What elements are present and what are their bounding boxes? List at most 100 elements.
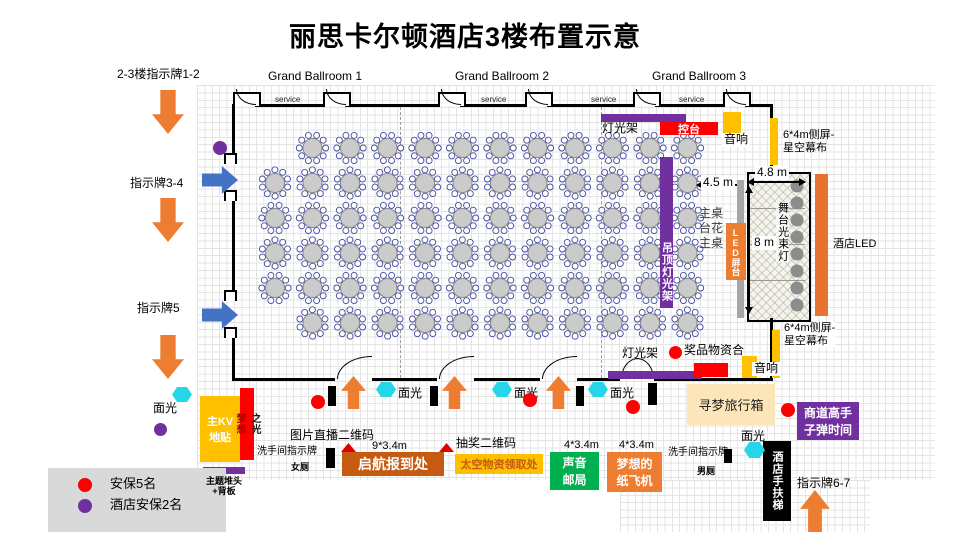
door-leaf (328, 386, 336, 406)
arrowhead (747, 178, 754, 186)
theme-stack-label: 主题堆头 +背板 (197, 476, 251, 497)
legend-hotel-security-label: 酒店安保2名 (110, 497, 183, 512)
security-dot (669, 346, 682, 359)
face-light-label: 面光 (610, 386, 635, 400)
photo-qr-label: 图片直播二维码 (290, 428, 375, 442)
hotel-led-label: 酒店LED (833, 238, 877, 250)
side-screen-line1: 6*4m侧屏- (783, 129, 835, 141)
wc-sign-label: 洗手间指示牌 (257, 446, 317, 457)
dim-8-label: 8 m (752, 235, 777, 250)
wall (372, 378, 437, 381)
legend-security-label: 安保5名 (110, 476, 157, 491)
wall (232, 378, 335, 381)
light-of-dream-label: 之光 (249, 413, 260, 435)
legend-hotel-security-dot (78, 499, 92, 513)
legend-box (48, 468, 226, 532)
hotel-security-dot (154, 423, 167, 436)
security-dot (626, 400, 640, 414)
bullet-time-box: 商道高手 子弹时间 (797, 402, 859, 440)
marker-triangle-icon (439, 443, 454, 452)
lottery-qr-label: 抽奖二维码 (456, 436, 517, 450)
head-table-bottom-label: 主桌 (699, 236, 724, 250)
arrowhead (799, 178, 806, 186)
door-frame (224, 153, 237, 164)
door-leaf (576, 386, 584, 406)
main-kv-line2: 地贴 (209, 432, 231, 444)
side-screen-line1: 6*4m侧屏- (784, 322, 836, 334)
wall (474, 378, 540, 381)
side-screen-label: 6*4m侧屏- 星空幕布 (784, 322, 836, 348)
bullet-time-line2: 子弹时间 (803, 423, 852, 437)
head-table-top-label: 主桌 (699, 206, 724, 220)
dim-8-line (748, 188, 750, 312)
wall (345, 104, 440, 107)
bullet-time-line1: 商道高手 (803, 406, 852, 420)
sign-6-7-label: 指示牌6-7 (797, 476, 851, 490)
wall (255, 104, 325, 107)
light-truss-bar (608, 371, 702, 379)
theme-stack-line2: +背板 (212, 486, 236, 497)
side-screen-bar (772, 330, 780, 378)
door-leaf (430, 386, 438, 406)
door-frame (224, 327, 237, 338)
wall (655, 104, 725, 107)
light-truss-label: 灯光架 (622, 346, 659, 360)
escalator-box: 酒店手扶梯 (763, 441, 791, 521)
door-frame (224, 190, 237, 201)
ballroom-divider (601, 107, 602, 378)
face-light-hexagon (492, 382, 512, 397)
dream-case-box: 寻梦旅行箱 (687, 384, 775, 425)
light-of-dream-dim: 梦想 (234, 413, 245, 435)
legend-security-dot (78, 478, 92, 492)
face-light-hexagon (172, 387, 192, 402)
door-frame (224, 290, 237, 301)
escalator-label: 酒店手扶梯 (771, 451, 783, 511)
ballroom-3-label: Grand Ballroom 3 (652, 69, 747, 83)
face-light-hexagon (588, 382, 608, 397)
voice-post-box: 声音 邮局 (550, 452, 599, 490)
speaker-box (723, 112, 741, 133)
arrowhead (745, 307, 753, 314)
ceiling-truss-label: 吊顶灯光架 (660, 242, 673, 302)
supply-desk-box: 太空物资领取处 (455, 454, 543, 474)
wc-sign-post (326, 448, 335, 468)
light-truss-label: 灯光架 (602, 121, 639, 135)
down-arrow-icon (152, 90, 184, 134)
security-dot (311, 395, 325, 409)
voice-post-line1: 声音 (562, 456, 587, 470)
wall (654, 378, 773, 381)
side-screen-label: 6*4m侧屏- 星空幕布 (783, 129, 834, 154)
face-light-label: 面光 (398, 386, 423, 400)
led-stand-label: LED屏台 (730, 227, 741, 276)
ballroom-2-label: Grand Ballroom 2 (455, 69, 550, 83)
sign-5-label: 指示牌5 (137, 301, 180, 315)
dim-4-8-label: 4.8 m (755, 165, 790, 180)
male-wc-label: 男厕 (697, 466, 716, 476)
registration-box: 启航报到处 (342, 452, 444, 476)
paper-plane-line2: 纸飞机 (616, 474, 653, 488)
page-title: 丽思卡尔顿酒店3楼布置示意 (288, 22, 641, 52)
dim-434-label: 4*3.4m (564, 439, 599, 451)
paper-plane-line1: 梦想的 (616, 457, 653, 471)
door-leaf (648, 383, 657, 405)
table-flower-label: 台花 (699, 221, 724, 235)
marker-triangle-icon (341, 443, 356, 452)
hotel-security-dot (213, 141, 227, 155)
face-light-hexagon (744, 442, 765, 458)
wall (770, 318, 773, 381)
light-truss-bar (601, 114, 686, 122)
console-label: 控台 (678, 123, 700, 136)
service-label: service (481, 95, 507, 104)
security-dot (523, 393, 537, 407)
female-wc-label: 女厕 (291, 462, 310, 472)
down-arrow-icon (152, 198, 184, 242)
prize-desk-label: 奖品物资合 (684, 343, 745, 357)
head-table-labels: 主桌 台花 主桌 (699, 206, 723, 251)
prize-desk-box (694, 363, 728, 377)
dim-4-5-label: 4.5 m (701, 175, 736, 190)
main-kv-line1: 主KV (206, 416, 234, 428)
speaker-label: 音响 (752, 361, 781, 376)
sign-3-4-label: 指示牌3-4 (130, 176, 184, 190)
light-of-dream-box: 梦想 之光 (234, 388, 260, 460)
